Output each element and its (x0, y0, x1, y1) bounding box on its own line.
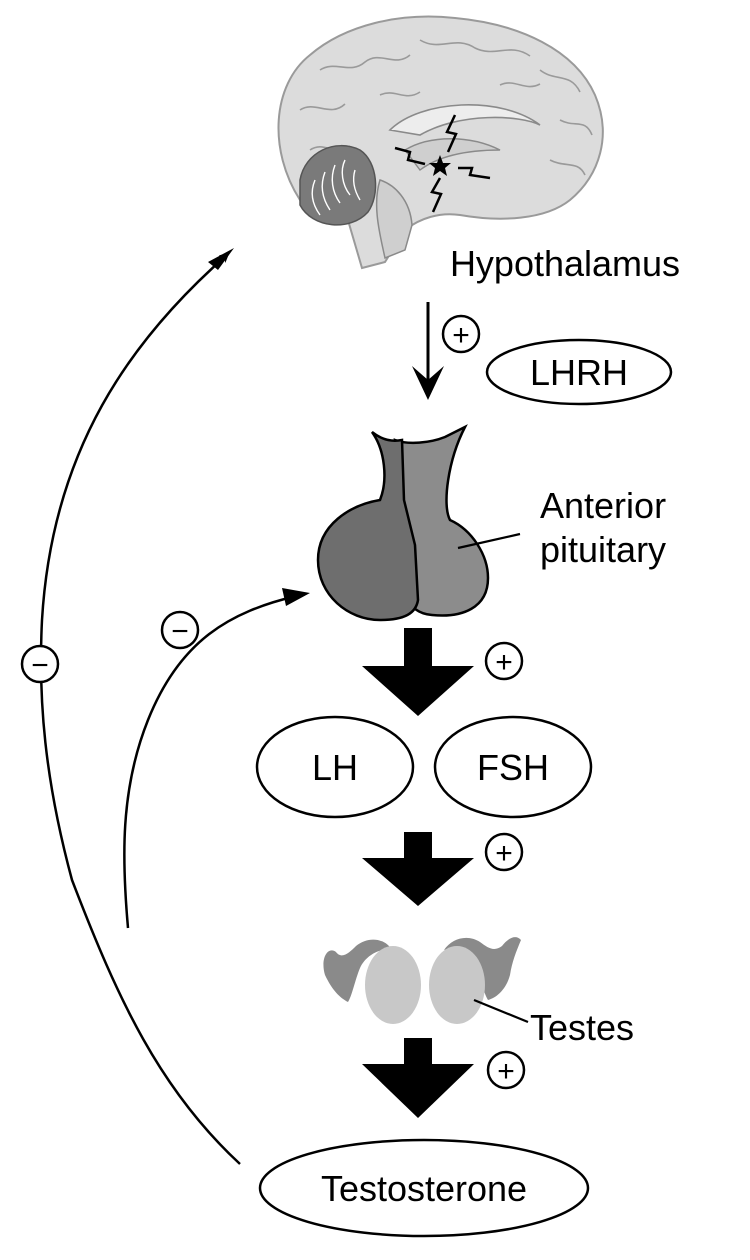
lh-node: LH (255, 715, 415, 819)
svg-text:+: + (495, 837, 513, 870)
testes-positive-sign: + (484, 832, 524, 872)
lhrh-positive-sign: + (441, 314, 481, 354)
testosterone-node: Testosterone (258, 1138, 590, 1238)
hypothalamus-negative-sign: − (31, 649, 49, 682)
hypothalamus-to-pituitary-arrow (412, 302, 444, 400)
gonadotropins-to-testes-arrow (362, 832, 474, 906)
testosterone-positive-sign: + (486, 1050, 526, 1090)
lh-label: LH (312, 747, 358, 788)
lhrh-node: LHRH (485, 338, 673, 406)
lhrh-label: LHRH (530, 352, 628, 393)
anterior-pituitary-label-line1: Anterior (540, 485, 666, 526)
testes-label: Testes (530, 1007, 634, 1048)
brain-illustration (277, 15, 604, 270)
testes-illustration (323, 937, 529, 1024)
pituitary-negative-sign: − (171, 615, 189, 648)
gonadotropins-positive-sign: + (484, 641, 524, 681)
svg-text:+: + (495, 646, 513, 679)
fsh-node: FSH (433, 715, 593, 819)
hypothalamus-label: Hypothalamus (450, 243, 680, 284)
testosterone-label: Testosterone (321, 1168, 527, 1209)
feedback-to-pituitary: − (123, 588, 310, 929)
fsh-label: FSH (477, 747, 549, 788)
anterior-pituitary-illustration (316, 424, 521, 622)
svg-text:+: + (452, 319, 470, 352)
pituitary-to-gonadotropins-arrow (362, 628, 474, 716)
feedback-to-hypothalamus: − (20, 248, 241, 1165)
testes-to-testosterone-arrow (362, 1038, 474, 1118)
anterior-pituitary-label-line2: pituitary (540, 529, 666, 570)
svg-text:+: + (497, 1055, 515, 1088)
